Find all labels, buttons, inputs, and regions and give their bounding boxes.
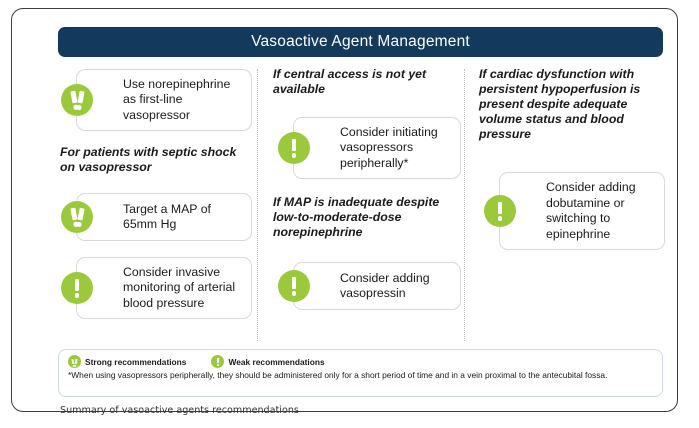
recommendation-text: Consider initiating vasopressors periphe… <box>340 124 438 170</box>
condition-label: If cardiac dysfunction with persistent h… <box>479 67 641 141</box>
page-title: Vasoactive Agent Management <box>251 33 470 50</box>
figure-caption: Summary of vasoactive agents recommendat… <box>60 405 299 416</box>
recommendation-text: Target a MAP of 65mm Hg <box>123 201 211 232</box>
column-cardiac-dysfunction: If cardiac dysfunction with persistent h… <box>473 67 668 343</box>
double-exclamation-icon <box>61 201 93 233</box>
single-exclamation-icon <box>211 355 225 368</box>
single-exclamation-icon <box>278 270 310 302</box>
recommendation-card[interactable]: Target a MAP of 65mm Hg <box>61 193 252 241</box>
recommendation-card[interactable]: Consider initiating vasopressors periphe… <box>278 117 461 179</box>
legend-row: Strong recommendations Weak recommendati… <box>68 355 653 368</box>
recommendation-text: Consider invasive monitoring of arterial… <box>123 264 236 310</box>
column-divider-2 <box>464 69 465 341</box>
figure-title-bar: Vasoactive Agent Management <box>58 27 663 57</box>
recommendation-columns: Use norepinephrine as first-line vasopre… <box>52 67 668 343</box>
legend-item-weak: Weak recommendations <box>211 355 325 368</box>
condition-label: If MAP is inadequate despite low-to-mode… <box>273 195 440 239</box>
single-exclamation-icon <box>61 272 93 304</box>
recommendation-text: Use norepinephrine as first-line vasopre… <box>123 76 231 122</box>
recommendation-card[interactable]: Consider invasive monitoring of arterial… <box>61 257 252 319</box>
legend-strong-label: Strong recommendations <box>85 356 187 367</box>
recommendation-card[interactable]: Use norepinephrine as first-line vasopre… <box>61 69 252 131</box>
legend-box: Strong recommendations Weak recommendati… <box>58 349 663 397</box>
column-first-line-vasopressor: Use norepinephrine as first-line vasopre… <box>52 67 257 343</box>
column-peripheral-access-and-map: If central access is not yet available C… <box>267 67 463 343</box>
recommendation-text: Consider adding vasopressin <box>340 270 430 301</box>
single-exclamation-icon <box>278 132 310 164</box>
figure-frame: Vasoactive Agent Management Use norepine… <box>11 8 678 416</box>
condition-label: If central access is not yet available <box>273 67 427 96</box>
legend-item-strong: Strong recommendations <box>68 355 186 368</box>
footnote-text: *When using vasopressors peripherally, t… <box>68 370 608 380</box>
double-exclamation-icon <box>68 355 81 368</box>
recommendation-card[interactable]: Consider adding dobutamine or switching … <box>484 172 665 250</box>
condition-label: For patients with septic shock on vasopr… <box>60 145 237 174</box>
double-exclamation-icon <box>61 84 93 116</box>
recommendation-card[interactable]: Consider adding vasopressin <box>278 262 461 310</box>
column-divider-1 <box>257 69 258 341</box>
legend-weak-label: Weak recommendations <box>228 356 325 367</box>
recommendation-text: Consider adding dobutamine or switching … <box>546 180 636 241</box>
single-exclamation-icon <box>484 195 516 227</box>
